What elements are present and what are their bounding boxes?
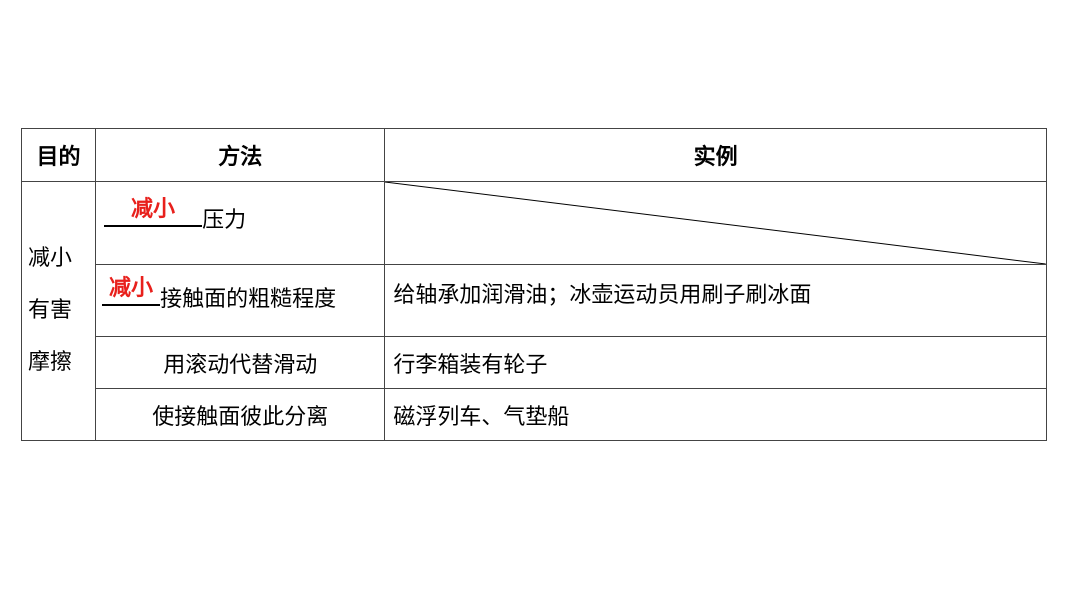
method-cell-4: 使接触面彼此分离 xyxy=(95,388,386,441)
header-purpose: 目的 xyxy=(20,128,97,182)
answer-blank-1: 减小 xyxy=(104,197,203,227)
purpose-line-1: 减小 xyxy=(28,246,73,271)
example-cell-empty xyxy=(384,181,1047,265)
answer-text-1: 减小 xyxy=(131,196,176,222)
answer-blank-2: 减小 xyxy=(102,276,161,306)
method-text-2: 接触面的粗糙程度 xyxy=(160,287,337,312)
example-text-2: 给轴承加润滑油；冰壶运动员用刷子刷冰面 xyxy=(393,282,812,308)
method-cell-1: 减小 压力 xyxy=(95,181,386,265)
example-cell-4: 磁浮列车、气垫船 xyxy=(384,388,1047,441)
example-cell-2: 给轴承加润滑油；冰壶运动员用刷子刷冰面 xyxy=(384,264,1047,337)
method-cell-2: 减小 接触面的粗糙程度 xyxy=(95,264,386,337)
diagonal-slash xyxy=(385,182,1046,264)
header-example: 实例 xyxy=(384,128,1047,182)
header-method: 方法 xyxy=(95,128,386,182)
example-cell-3: 行李箱装有轮子 xyxy=(384,336,1047,389)
answer-text-2: 减小 xyxy=(109,276,154,301)
friction-table: 目的 方法 实例 减小 有害 摩擦 减小 压力 减小 接触 xyxy=(20,128,1047,441)
method-text-1: 压力 xyxy=(202,207,247,233)
purpose-cell: 减小 有害 摩擦 xyxy=(20,181,97,441)
purpose-line-3: 摩擦 xyxy=(28,350,73,375)
purpose-line-2: 有害 xyxy=(28,298,73,323)
method-cell-3: 用滚动代替滑动 xyxy=(95,336,386,389)
